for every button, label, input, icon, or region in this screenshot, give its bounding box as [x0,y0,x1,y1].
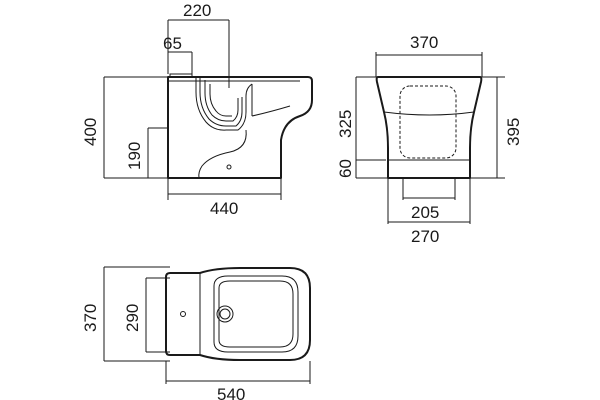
front-view [375,76,483,179]
dim-290: 290 [123,304,142,332]
side-view-body [167,76,313,179]
dim-270: 270 [411,227,439,246]
dim-205: 205 [411,203,439,222]
dim-65: 65 [163,34,182,53]
dim-400: 400 [81,118,100,146]
side-view-trap [195,77,253,131]
dim-540: 540 [217,385,245,400]
side-view [167,73,313,179]
side-view-dimensions: 220 65 400 190 440 [81,1,282,218]
side-view-contour [198,129,247,179]
front-view-hidden-seat [399,85,457,159]
dim-220: 220 [183,1,211,20]
top-view-bowl [213,275,299,353]
top-view-body [165,267,311,361]
side-view-hole [226,164,232,170]
front-view-dimensions: 370 325 60 395 205 270 [336,33,523,246]
top-view-tap-hole [180,311,186,317]
dim-325: 325 [336,110,355,138]
front-view-body [375,76,483,179]
top-view [165,267,311,361]
dim-60: 60 [336,159,355,178]
dim-370-front: 370 [410,33,438,52]
dim-370-top: 370 [81,304,100,332]
top-view-dimensions: 370 290 540 [81,266,311,400]
dim-440: 440 [210,199,238,218]
dim-190: 190 [125,142,144,170]
dim-395: 395 [504,118,523,146]
top-view-drain [216,305,234,323]
